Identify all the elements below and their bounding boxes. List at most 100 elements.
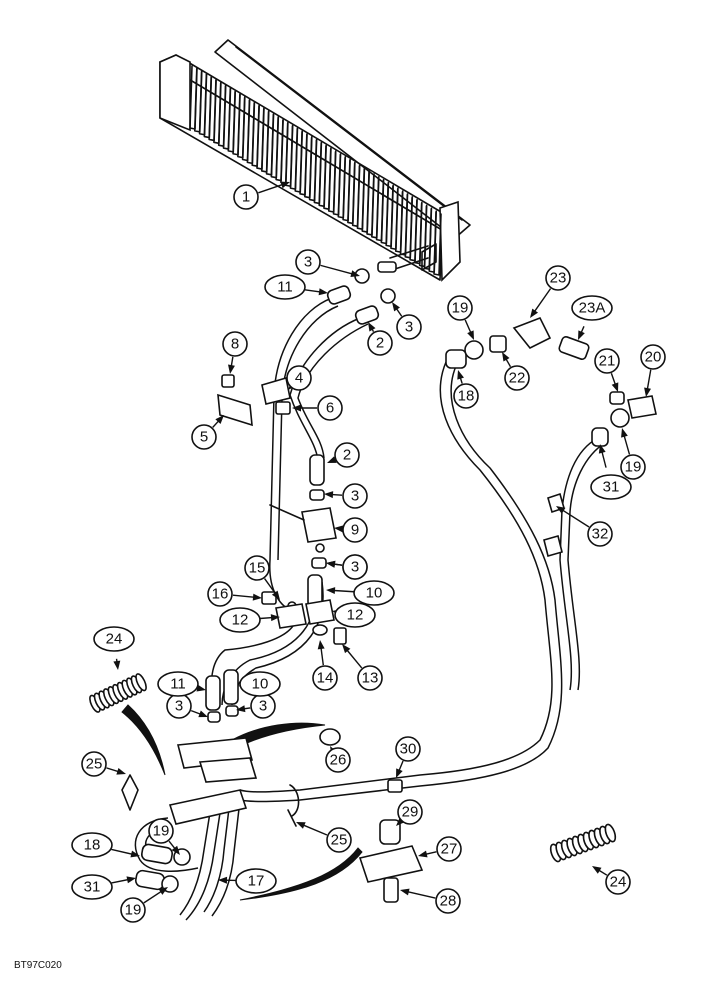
callout-circle [317,395,343,421]
callout-oval [590,474,632,500]
callout-circle [395,736,421,762]
callout-number: 16 [212,586,229,603]
callout-leader [143,889,164,904]
callout: 19 [620,428,646,480]
callout-circle [594,348,620,374]
spring-coil [604,823,617,843]
callout-arrowhead [598,444,606,454]
callout: 4 [286,365,312,391]
callout: 15 [244,555,280,600]
callout-number: 23A [579,300,606,317]
callout-arrowhead [116,767,126,775]
callout-leader [264,578,278,596]
callout: 11 [157,671,206,697]
callout: 10 [238,671,281,697]
callout-arrowhead [342,644,351,654]
callout-leader [405,890,436,899]
callout-oval [157,671,199,697]
callout-number: 31 [84,879,101,896]
callout-leader [600,449,607,468]
callout-number: 20 [645,349,662,366]
callout: 3 [295,249,360,278]
callout-number: 19 [452,300,469,317]
callout-number: 15 [249,560,266,577]
callout-number: 27 [441,841,458,858]
callout-oval [219,607,261,633]
callout: 27 [418,836,462,862]
callout-leader [331,589,355,593]
spring-guards [89,673,617,863]
callout-number: 5 [200,429,208,446]
callout-arrowhead [578,330,585,340]
callout-circle [81,751,107,777]
callout-circle [342,517,368,543]
callout-arrowhead [396,768,403,778]
callout: 26 [325,746,351,773]
callout-number: 19 [625,459,642,476]
callout-oval [353,580,395,606]
callout: 2 [367,322,393,356]
callout-circle [222,331,248,357]
callout-number: 8 [231,336,239,353]
callout-circle [397,799,423,825]
callout-arrowhead [218,876,228,884]
callout-arrowhead [215,415,224,425]
callout: 21 [594,348,620,392]
callout-oval [71,874,113,900]
callout-circle [545,265,571,291]
callout: 19 [120,887,168,923]
callout-circle [244,555,270,581]
callout-leader [301,823,328,836]
callout: 31 [71,874,136,900]
callout-number: 10 [252,676,269,693]
callout-oval [239,671,281,697]
callout-circle [435,888,461,914]
callout-number: 3 [405,319,413,336]
callout: 23 [530,265,571,318]
callout: 24 [592,866,631,895]
callout-leader [232,594,257,599]
heater-fin [433,211,442,276]
callout-arrowhead [326,587,336,595]
callout: 3 [236,693,276,719]
callout: 3 [392,302,422,340]
callout-number: 6 [326,400,334,417]
callout: 31 [590,444,632,500]
callout-number: 14 [317,670,334,687]
callout-number: 24 [610,874,627,891]
callout-number: 3 [304,254,312,271]
callout-circle [357,665,383,691]
callout-arrowhead [457,370,464,380]
callout-oval [93,626,135,652]
callout-arrowhead [644,387,651,397]
callout-arrowhead [556,506,566,514]
callout-number: 31 [603,479,620,496]
callout-circle [286,365,312,391]
callout-arrowhead [368,322,376,332]
callout-number: 30 [400,741,417,758]
callout: 28 [400,888,461,914]
figure-reference-code: BT97C020 [14,960,62,971]
callout-arrowhead [502,352,510,362]
callout: 9 [334,517,368,543]
callout-leader [646,369,652,392]
callout-number: 22 [509,370,526,387]
callout-number: 3 [351,559,359,576]
callout: 19 [148,818,180,855]
callout-number: 1 [242,189,250,206]
callout: 18 [71,832,140,858]
callout-number: 18 [84,837,101,854]
callout: 3 [166,693,208,719]
callout-number: 29 [402,804,419,821]
callout-leader [320,645,324,666]
callout-number: 28 [440,893,457,910]
callout-oval [71,832,113,858]
callout-number: 19 [125,902,142,919]
callout: 8 [222,331,248,374]
callout-circle [620,454,646,480]
callout-arrowhead [113,660,121,670]
spring-coil [135,673,147,692]
callout-number: 9 [351,522,359,539]
callout-number: 11 [277,279,293,296]
section-curves [121,704,363,901]
